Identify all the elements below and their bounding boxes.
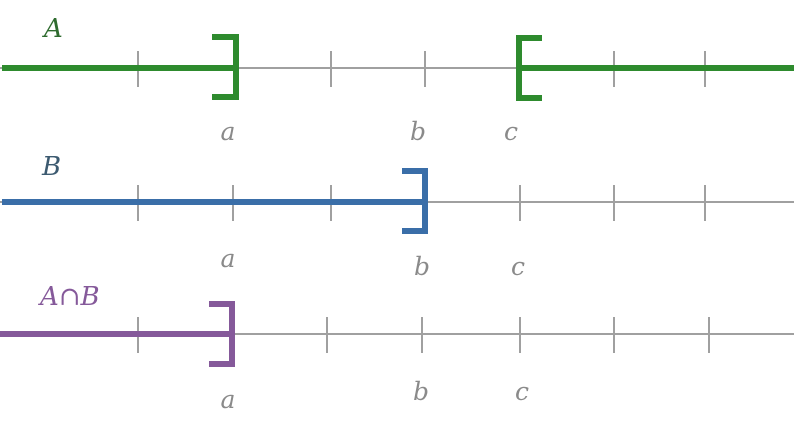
point-label-b: b — [413, 377, 429, 406]
number-line-intersection: A∩B a b c — [0, 282, 794, 414]
closed-bracket-b — [402, 168, 428, 234]
point-label-c: c — [511, 252, 525, 281]
set-label-b: B — [41, 152, 61, 182]
point-label-b: b — [410, 117, 426, 146]
point-label-a: a — [221, 385, 236, 414]
point-label-b: b — [414, 252, 430, 281]
point-label-a: a — [221, 244, 236, 273]
number-line-b: B a b c — [0, 152, 794, 281]
closed-bracket-c — [516, 35, 542, 101]
set-label-intersection: A∩B — [38, 282, 100, 312]
point-label-a: a — [221, 117, 236, 146]
closed-bracket-intersection — [209, 301, 235, 367]
set-label-a: A — [42, 14, 63, 44]
closed-bracket-a — [212, 34, 239, 100]
number-line-a: A a b c — [0, 14, 794, 146]
point-label-c: c — [515, 377, 529, 406]
point-label-c: c — [504, 117, 518, 146]
